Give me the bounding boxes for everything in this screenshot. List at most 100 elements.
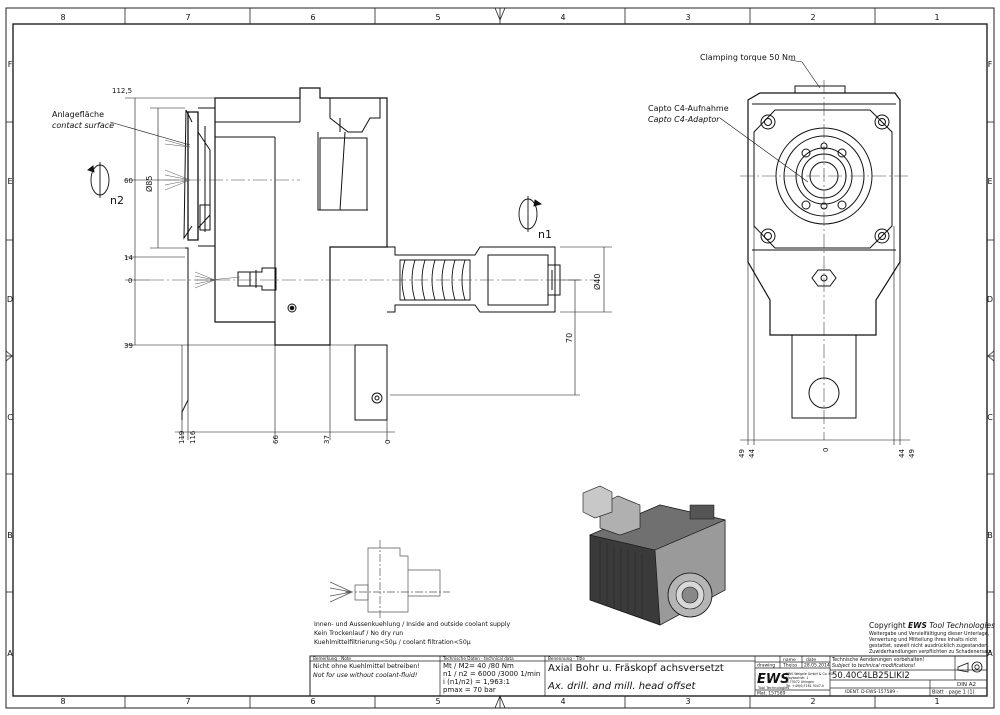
company-address: EWS Weigele GmbH & Co. KG bbox=[786, 672, 834, 676]
row-label: A bbox=[987, 649, 993, 658]
company-address: D-73072 Uhingen bbox=[786, 680, 814, 684]
dim-label: 0 bbox=[128, 277, 132, 285]
remark-en: Not for use without coolant-fluid! bbox=[313, 671, 418, 679]
col-name-header: name bbox=[783, 658, 796, 663]
row-label: E bbox=[987, 177, 992, 186]
capto-label-en: Capto C4-Adaptor bbox=[648, 115, 720, 124]
copyright-line: Zuwiderhandlungen verpflichten zu Schade… bbox=[869, 649, 993, 655]
tech-data-ratio: i (n1/n2) = 1,963:1 bbox=[443, 678, 510, 686]
col-label: 4 bbox=[560, 13, 565, 22]
row-label: F bbox=[8, 60, 13, 69]
dim-label: 44 bbox=[748, 449, 756, 458]
dim-label: 116 bbox=[189, 430, 197, 444]
col-label: 1 bbox=[934, 697, 939, 706]
company-address: Maybachstr. 1 bbox=[786, 676, 808, 680]
n1-label: n1 bbox=[538, 228, 552, 241]
row-label: A bbox=[7, 649, 13, 658]
remark-de: Nicht ohne Kuehlmittel betreiben! bbox=[313, 663, 420, 670]
paper-format: DIN A2 bbox=[957, 682, 976, 688]
part-number: 50.40C4LB25LIKI2 bbox=[832, 671, 910, 681]
company-address: Tel. +49(0)7161 3047-0 bbox=[785, 684, 824, 688]
rotation-n2-icon bbox=[87, 162, 110, 198]
col-label: 5 bbox=[435, 13, 440, 22]
coolant-arrow-icon bbox=[164, 169, 241, 289]
col-label: 4 bbox=[560, 697, 565, 706]
front-center-lines bbox=[740, 80, 910, 440]
coolant-text-line1: Innen- und Aussenkuehlung / Inside and o… bbox=[314, 621, 511, 628]
contact-surface-label-de: Anlagefläche bbox=[52, 110, 104, 119]
coolant-arrow-icon bbox=[164, 139, 191, 148]
copyright-title: Copyright EWS Tool Technologies bbox=[869, 621, 995, 630]
changes-en: Subject to technical modifications! bbox=[832, 663, 915, 669]
row-label: D bbox=[7, 295, 13, 304]
col-label: 8 bbox=[60, 697, 65, 706]
dim-70-label: 70 bbox=[565, 333, 574, 343]
sheet-number: Blatt · page 1 (1) bbox=[932, 690, 975, 696]
dim-label: 66 bbox=[272, 435, 280, 444]
dim-label: 39 bbox=[124, 342, 133, 350]
col-label: 3 bbox=[685, 13, 690, 22]
row-label: B bbox=[987, 531, 993, 540]
row-label: D bbox=[987, 295, 993, 304]
coolant-text-line3: Kuehlmittelfiltrierung<50µ / coolant fil… bbox=[314, 639, 471, 646]
col-label: 1 bbox=[934, 13, 939, 22]
remark-header: Bemerkung · Note bbox=[313, 656, 351, 661]
tech-data-torque: Mt / M2= 40 /80 Nm bbox=[443, 662, 514, 670]
col-label: 7 bbox=[185, 697, 190, 706]
col-label: 3 bbox=[685, 697, 690, 706]
drawing-date: 28.05.2014 bbox=[804, 663, 830, 669]
ident-number: IDENT. D-EWS-157589 - bbox=[845, 689, 899, 695]
col-label: 2 bbox=[810, 697, 815, 706]
row-label: B bbox=[7, 531, 13, 540]
dim-label: 112,5 bbox=[112, 87, 132, 95]
col-label: 5 bbox=[435, 697, 440, 706]
centering-marks bbox=[5, 7, 995, 709]
drawing-title-de: Axial Bohr u. Fräskopf achsversetzt bbox=[548, 663, 724, 674]
border-ticks bbox=[6, 8, 994, 708]
leader-line bbox=[719, 117, 809, 183]
n2-label: n2 bbox=[110, 194, 124, 207]
col-label: 8 bbox=[60, 13, 65, 22]
diameter-85-label: Ø85 bbox=[144, 176, 154, 192]
side-view bbox=[181, 87, 561, 421]
coolant-text-line2: Kein Trockenlauf / No dry run bbox=[314, 630, 403, 637]
dim-label: 44 bbox=[898, 449, 906, 458]
copyright-line: Weitergabe und Vervielfältigung dieser U… bbox=[869, 631, 990, 637]
3d-render-image bbox=[582, 485, 726, 626]
tech-data-pressure: pmax = 70 bar bbox=[443, 686, 496, 694]
ews-logo: EWS bbox=[757, 672, 790, 687]
row-label: E bbox=[7, 177, 12, 186]
row-label: C bbox=[7, 413, 13, 422]
dim-label: 0 bbox=[822, 448, 830, 452]
title-header: Benennung · Title bbox=[548, 656, 585, 661]
dim-label: 14 bbox=[124, 254, 133, 262]
contact-surface-label-en: contact surface bbox=[52, 121, 114, 130]
row-label: F bbox=[988, 60, 993, 69]
dim-label: 119 bbox=[178, 431, 186, 444]
clamping-torque-label: Clamping torque 50 Nm bbox=[700, 53, 796, 62]
col-label: 6 bbox=[310, 697, 315, 706]
side-dimensions bbox=[125, 97, 612, 440]
dim-label: 49 bbox=[908, 449, 916, 458]
tech-data-speed: n1 / n2 = 6000 /3000 1/min bbox=[443, 670, 540, 678]
dim-label: 0 bbox=[384, 440, 392, 444]
changes-de: Technische Aenderungen vorbehalten! bbox=[831, 657, 924, 663]
copyright-line: Verwertung und Mitteilung ihres Inhalts … bbox=[869, 637, 977, 643]
capto-label-de: Capto C4-Aufnahme bbox=[648, 104, 729, 113]
tech-data-header: Technische Daten · technical data bbox=[442, 656, 514, 661]
drawing-label: drawing bbox=[757, 663, 775, 669]
drawer-name: Theiss bbox=[782, 663, 798, 669]
sheet-border bbox=[5, 7, 995, 709]
drawing-title-en: Ax. drill. and mill. head offset bbox=[547, 681, 697, 692]
diameter-40-label: Ø40 bbox=[592, 274, 602, 290]
col-label: 6 bbox=[310, 13, 315, 22]
col-date-header: date bbox=[806, 657, 816, 663]
col-label: 7 bbox=[185, 13, 190, 22]
rotation-n1-icon bbox=[518, 196, 543, 232]
side-center-lines bbox=[150, 179, 600, 281]
leader-line bbox=[109, 121, 191, 146]
material-number: Mat. 157589 bbox=[757, 691, 786, 697]
title-block bbox=[309, 655, 988, 697]
copyright-line: gestattet, soweit nicht ausdrücklich zug… bbox=[869, 643, 989, 649]
